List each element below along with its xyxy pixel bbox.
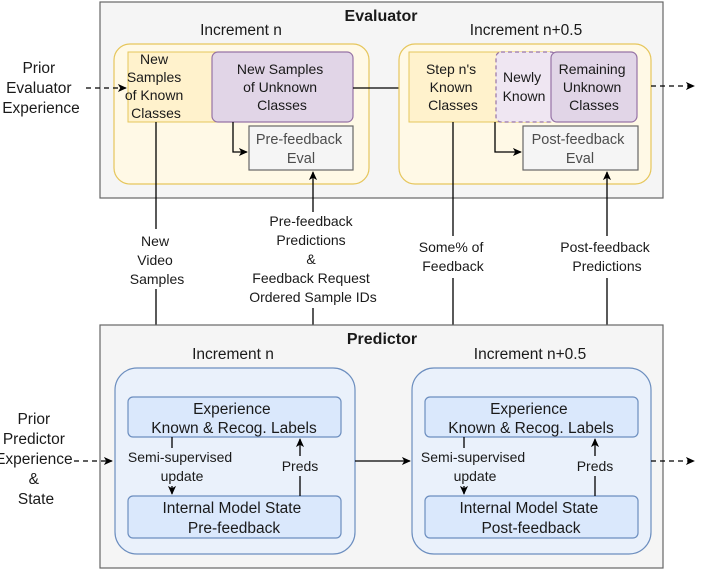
arrow-to-post-feedback-eval [494,122,522,157]
pre-feedback-eval-label: Pre-feedback Eval [256,132,346,167]
semi-supervised-label-n05: Semi-supervised update [421,449,529,484]
label-bg-post-feedback-predictions [551,236,663,278]
label-bg-semi-supervised-n [120,448,244,486]
experience-label-n: Experience Known & Recog. Labels [151,401,317,437]
predictor-title: Predictor [347,331,417,348]
model-state-box-n05 [424,495,639,539]
label-bg-preds-n05 [573,456,617,476]
label-bg-some-feedback [414,236,492,278]
model-state-label-n: Internal Model State Pre-feedback [162,500,305,537]
pre-feedback-eval-box [248,125,354,171]
prior-evaluator-label: Prior Evaluator Experience [2,60,80,117]
newly-known-box [495,51,557,123]
evaluator-panel: Evaluator Increment n New Samples of Kno… [99,1,664,199]
semi-supervised-label-n: Semi-supervised update [128,449,236,484]
evaluator-increment-n05-label: Increment n+0.5 [470,22,582,39]
predictor-increment-n05-label: Increment n+0.5 [474,346,586,363]
post-feedback-eval-box [522,125,639,171]
model-state-label-n05: Internal Model State Post-feedback [459,500,602,537]
post-feedback-predictions-label: Post-feedback Predictions [560,239,653,274]
remaining-unknown-label: Remaining Unknown Classes [559,61,630,113]
unknown-samples-box [211,51,354,123]
newly-known-label: Newly Known [503,69,546,104]
label-bg-semi-supervised-n05 [414,448,538,486]
arrow-to-pre-feedback-eval [232,122,248,157]
evaluator-increment-n-label: Increment n [200,22,282,39]
evaluator-title: Evaluator [345,8,418,25]
predictor-panel: Predictor Increment n Experience Known &… [99,324,664,569]
new-video-samples-label: New Video Samples [130,233,184,287]
label-bg-new-video-samples [128,229,186,289]
known-classes-label: Step n's Known Classes [426,61,480,113]
experience-box-n [127,396,342,438]
label-bg-preds-n [278,456,322,476]
experience-box-n05 [424,396,639,438]
post-feedback-eval-label: Post-feedback Eval [532,132,629,167]
experience-label-n05: Experience Known & Recog. Labels [448,401,614,437]
pre-feedback-predictions-label: Pre-feedback Predictions & Feedback Requ… [249,213,377,305]
predictor-increment-n-label: Increment n [192,346,274,363]
known-samples-label: New Samples of Known Classes [125,51,187,121]
prior-predictor-label: Prior Predictor Experience & State [0,411,77,508]
model-state-box-n [127,495,342,539]
some-feedback-label: Some% of Feedback [419,239,487,274]
preds-label-n05: Preds [577,458,614,474]
remaining-unknown-box [550,51,638,123]
label-bg-pre-feedback-predictions [232,212,394,308]
preds-label-n: Preds [282,458,319,474]
unknown-samples-label: New Samples of Unknown Classes [237,61,327,113]
